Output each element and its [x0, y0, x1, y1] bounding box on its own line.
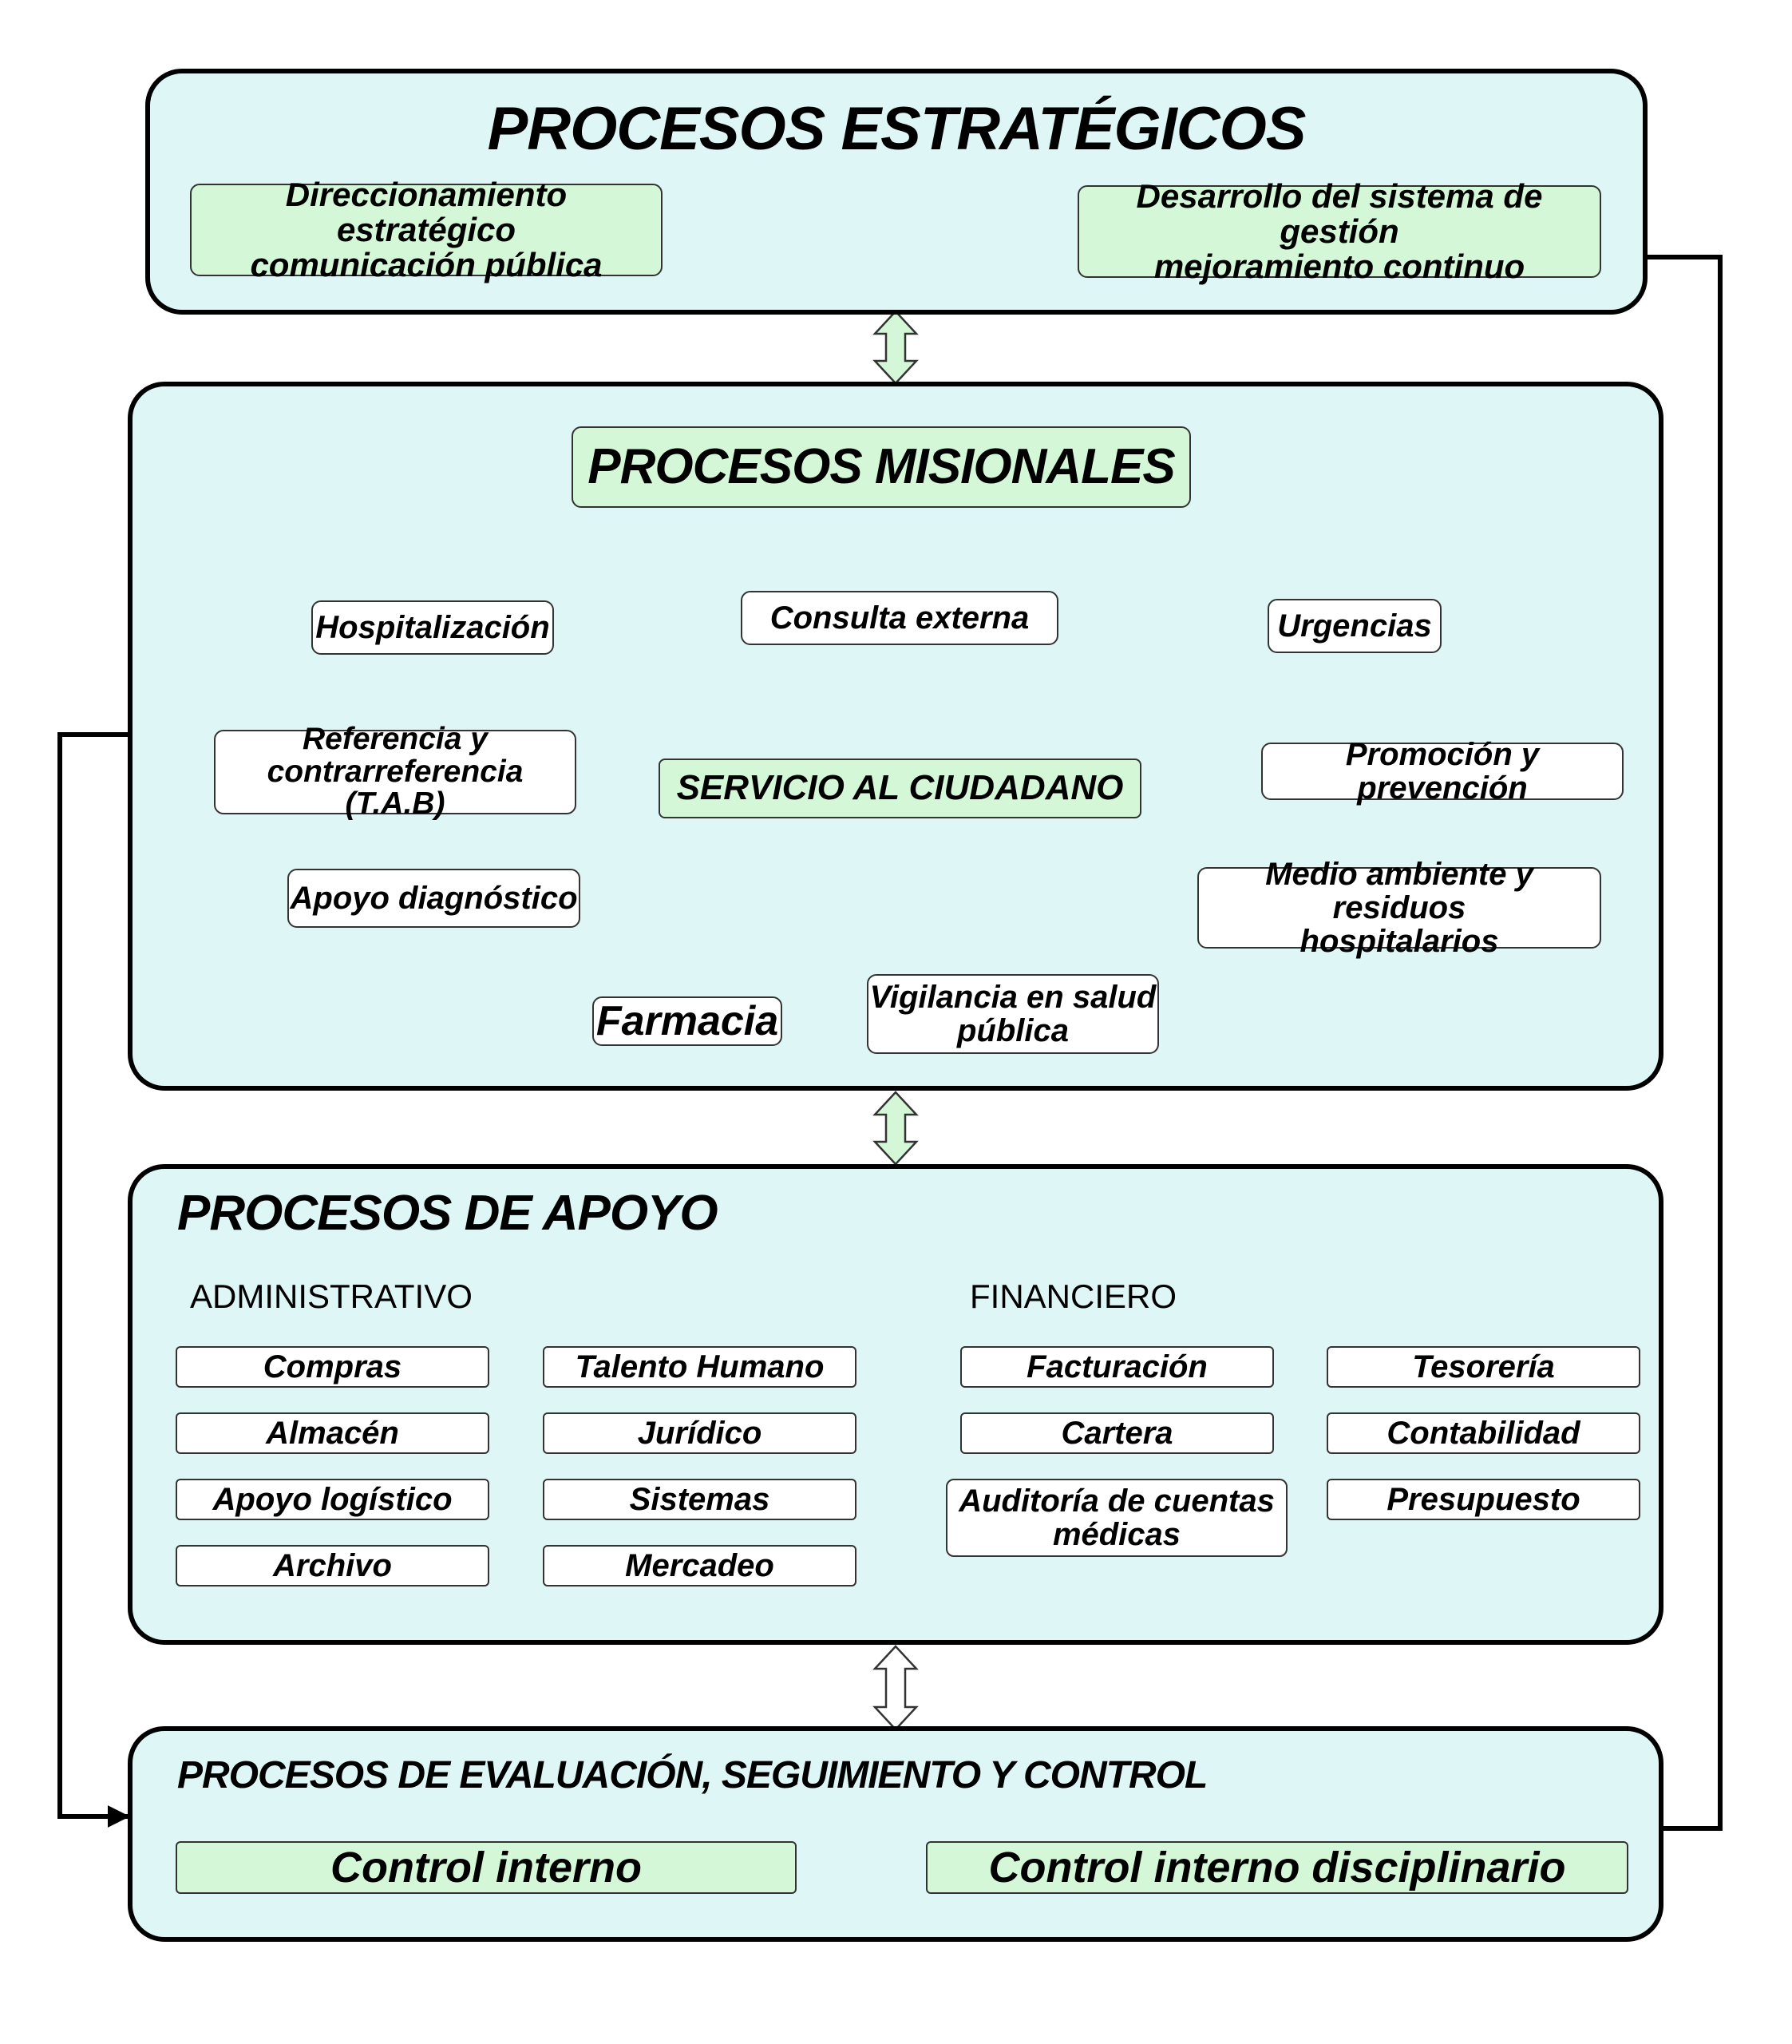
support-presupuesto[interactable]: Presupuesto [1327, 1479, 1640, 1520]
support-apoyo-logistico[interactable]: Apoyo logístico [176, 1479, 489, 1520]
support-mercadeo[interactable]: Mercadeo [543, 1545, 856, 1586]
node-vigilancia[interactable]: Vigilancia en salud pública [867, 974, 1159, 1054]
strategic-right-box[interactable]: Desarrollo del sistema de gestión mejora… [1078, 178, 1601, 284]
strategic-title: PROCESOS ESTRATÉGICOS [487, 95, 1307, 163]
support-sistemas[interactable]: Sistemas [543, 1479, 856, 1520]
evaluation-control-disciplinario[interactable]: Control interno disciplinario [926, 1841, 1628, 1894]
support-contabilidad[interactable]: Contabilidad [1327, 1412, 1640, 1454]
support-juridico[interactable]: Jurídico [543, 1412, 856, 1454]
center-servicio-ciudadano[interactable]: SERVICIO AL CIUDADANO [659, 759, 1141, 818]
evaluation-control-interno[interactable]: Control interno [176, 1841, 797, 1894]
right-feedback-line [1644, 255, 1723, 1831]
double-arrow-3 [872, 1645, 919, 1731]
support-tesoreria[interactable]: Tesorería [1327, 1346, 1640, 1388]
support-auditoria[interactable]: Auditoría de cuentas médicas [946, 1479, 1288, 1557]
node-farmacia[interactable]: Farmacia [592, 996, 782, 1046]
fin-label: FINANCIERO [970, 1278, 1177, 1315]
node-hospitalizacion[interactable]: Hospitalización [311, 600, 554, 655]
node-urgencias[interactable]: Urgencias [1268, 599, 1442, 653]
support-compras[interactable]: Compras [176, 1346, 489, 1388]
node-promocion[interactable]: Promoción y prevención [1261, 738, 1624, 805]
support-talento-humano[interactable]: Talento Humano [543, 1346, 856, 1388]
node-medio-ambiente[interactable]: Medio ambiente y residuos hospitalarios [1197, 858, 1601, 958]
support-almacen[interactable]: Almacén [176, 1412, 489, 1454]
double-arrow-1 [872, 310, 919, 385]
support-facturacion[interactable]: Facturación [960, 1346, 1274, 1388]
support-title: PROCESOS DE APOYO [177, 1186, 718, 1241]
node-referencia[interactable]: Referencia y contrarreferencia (T.A.B) [214, 723, 576, 820]
admin-label: ADMINISTRATIVO [190, 1278, 473, 1315]
left-feedback-line [57, 732, 130, 1828]
node-consulta-externa[interactable]: Consulta externa [741, 591, 1058, 645]
missional-title: PROCESOS MISIONALES [572, 426, 1191, 508]
evaluation-panel [128, 1726, 1663, 1942]
support-cartera[interactable]: Cartera [960, 1412, 1274, 1454]
double-arrow-2 [872, 1091, 919, 1166]
strategic-left-box[interactable]: Direccionamiento estratégico comunicació… [190, 176, 663, 283]
node-apoyo-diagnostico[interactable]: Apoyo diagnóstico [287, 869, 580, 928]
evaluation-title: PROCESOS DE EVALUACIÓN, SEGUIMIENTO Y CO… [177, 1754, 1208, 1796]
support-archivo[interactable]: Archivo [176, 1545, 489, 1586]
